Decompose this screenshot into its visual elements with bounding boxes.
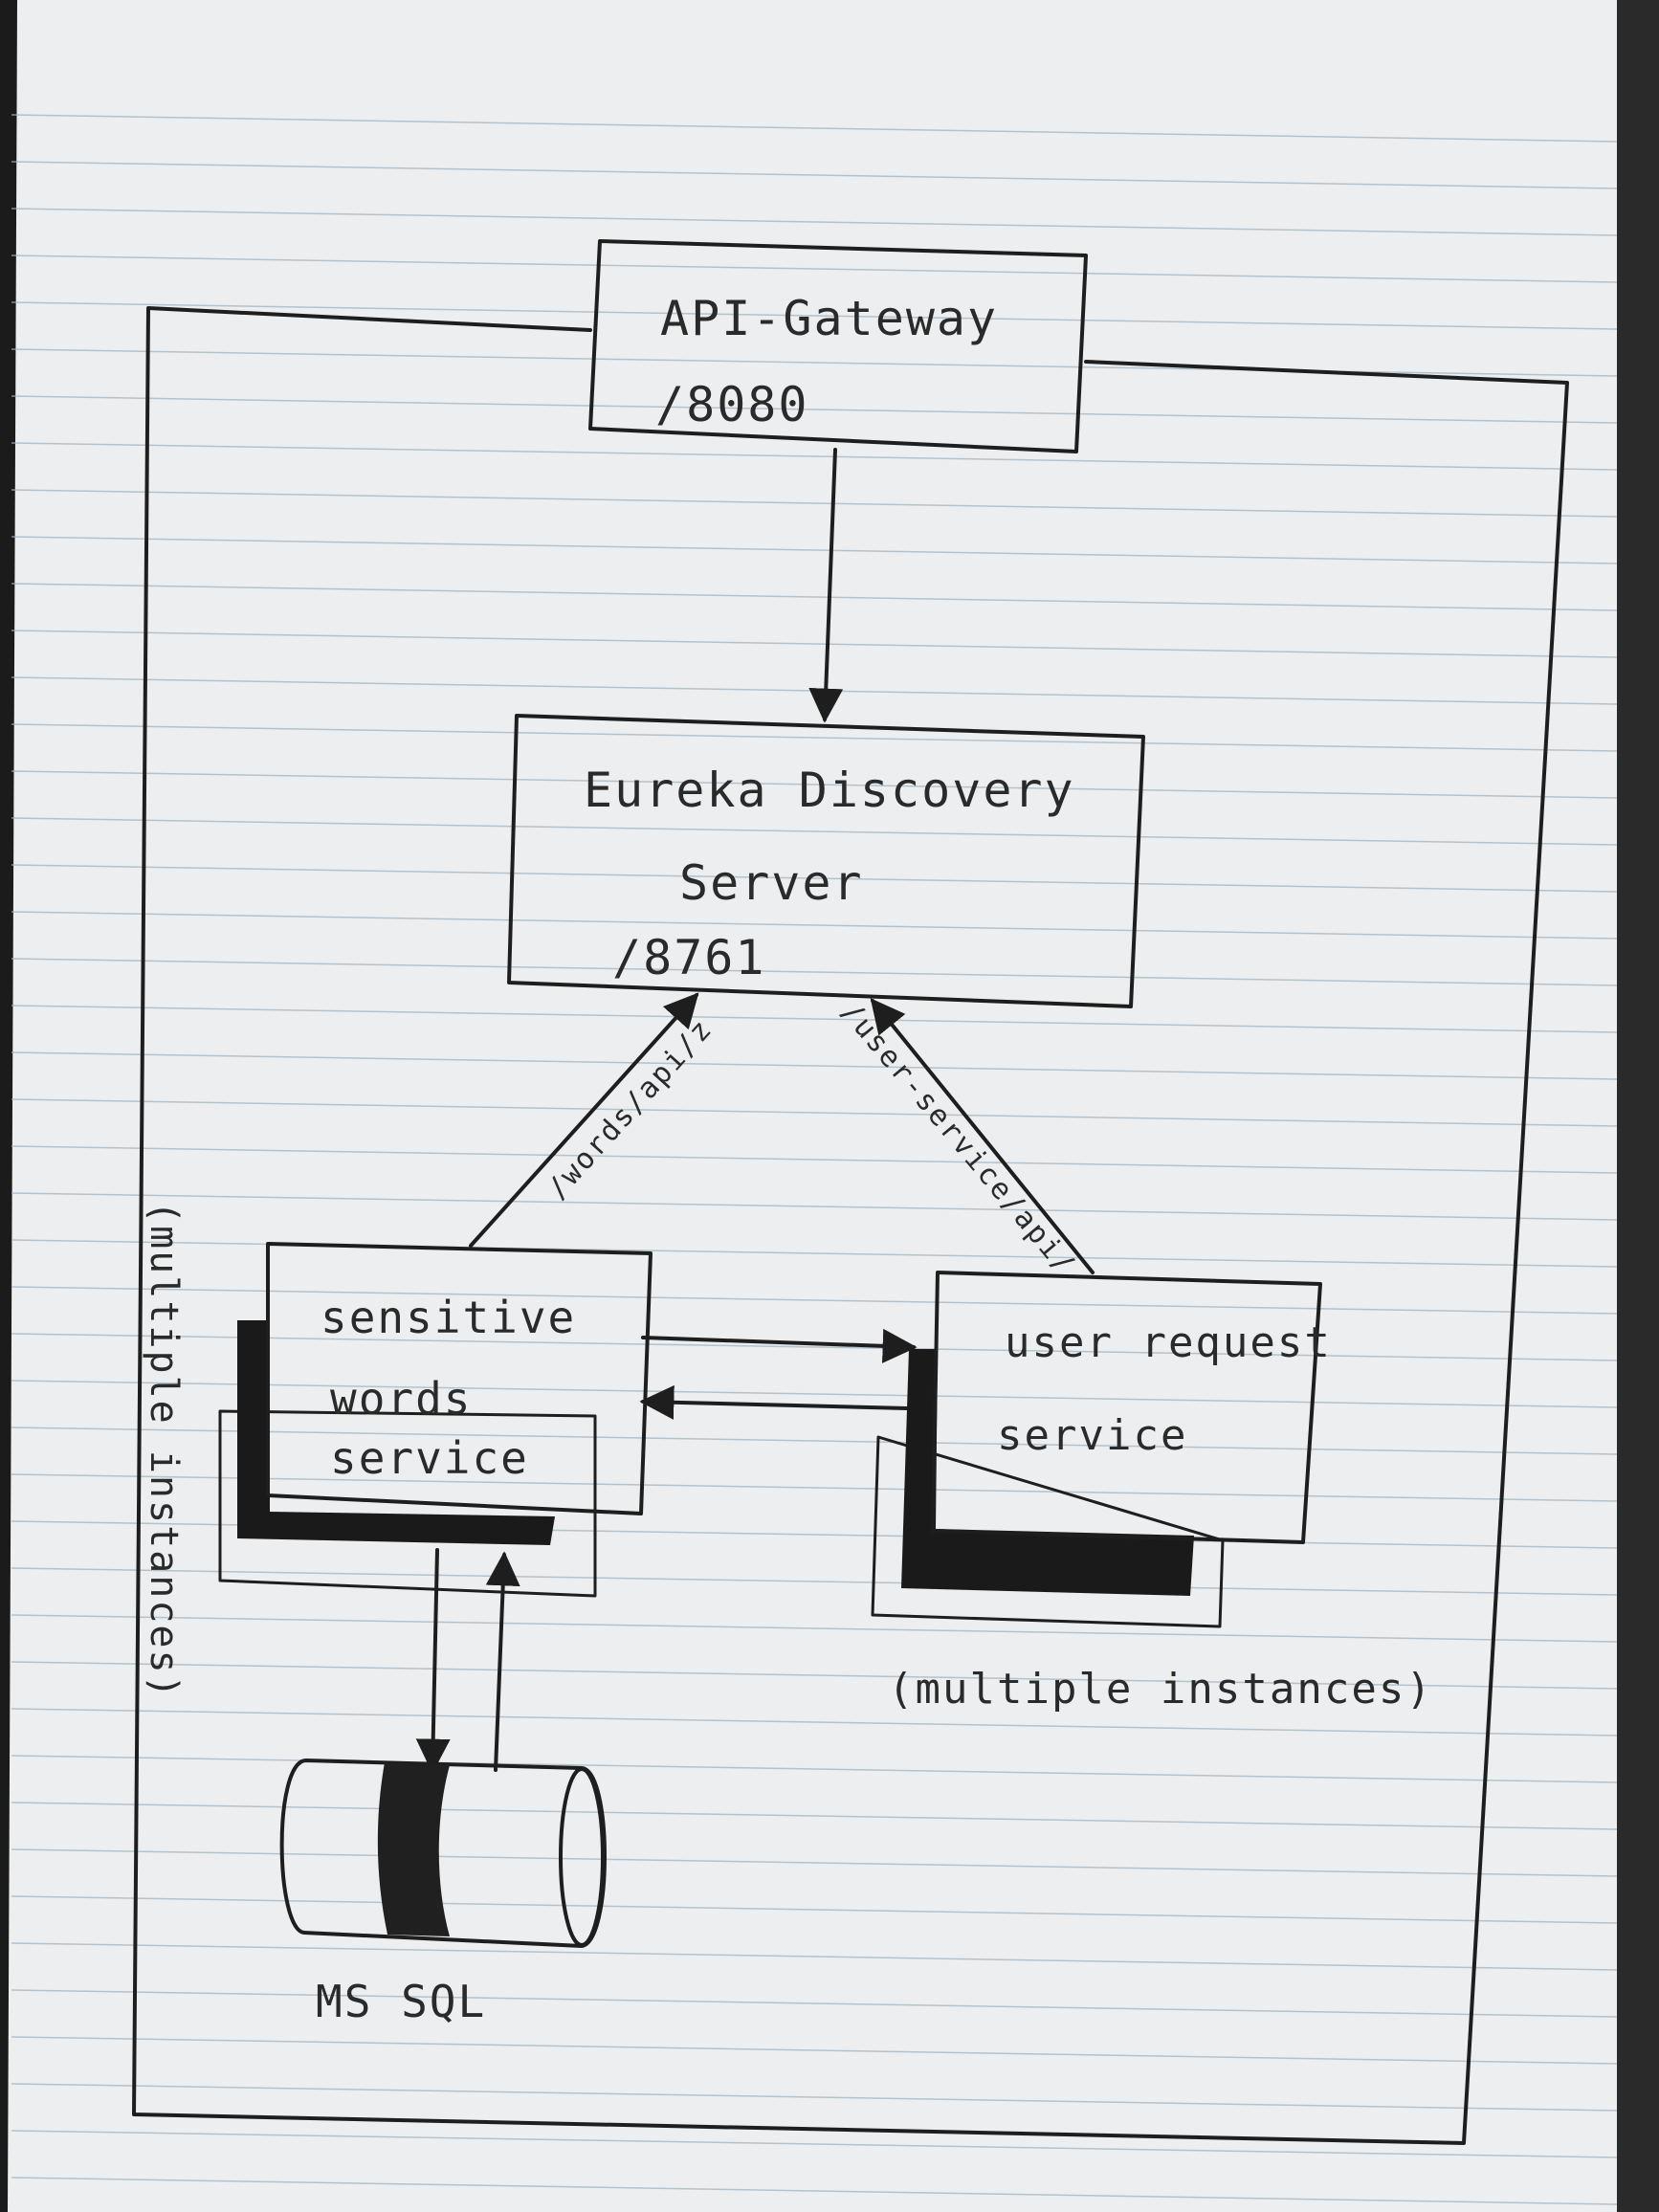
- rule-line: [11, 1942, 1618, 1971]
- paper-shadow-edge: [1617, 0, 1659, 2212]
- user-request-instance-outline: [871, 1435, 1225, 1628]
- outer-loop-line: [132, 306, 1569, 2145]
- api-gateway-port: /8080: [655, 377, 809, 432]
- eureka-server-port: /8761: [612, 930, 766, 985]
- ruled-lines: [11, 114, 1618, 2205]
- rule-line: [11, 1661, 1618, 1690]
- sensitive-words-label-line2: words: [330, 1373, 472, 1425]
- user-request-label-line1: user request: [1005, 1318, 1332, 1367]
- notebook-paper: [8, 0, 1659, 2212]
- rule-line: [11, 864, 1618, 893]
- user-to-eureka-arrow: [870, 998, 1095, 1274]
- rule-line: [11, 208, 1618, 236]
- database-node: MS SQL: [279, 1759, 607, 2027]
- user-request-service-node: user request service: [871, 1271, 1332, 1628]
- eureka-server-label-line1: Eureka Discovery: [584, 763, 1075, 818]
- rule-line: [11, 583, 1618, 611]
- database-label: MS SQL: [316, 1976, 486, 2027]
- rule-line: [11, 1098, 1618, 1127]
- sensitive-words-label-line1: sensitive: [321, 1292, 576, 1343]
- eureka-server-node: Eureka Discovery Server /8761: [507, 714, 1145, 1008]
- rule-line: [11, 1286, 1618, 1315]
- api-gateway-label: API-Gateway: [660, 291, 998, 346]
- sensitive-words-label-line3: service: [330, 1432, 529, 1484]
- gateway-to-eureka-arrow: [808, 448, 844, 723]
- sensitive-words-service-node: sensitive words service: [218, 1242, 653, 1598]
- rule-line: [11, 1614, 1618, 1643]
- rule-line: [11, 1755, 1618, 1783]
- right-multiple-instances-note: (multiple instances): [888, 1665, 1433, 1714]
- user-to-words-arrow: [639, 1384, 909, 1420]
- sensitive-words-instance-outline: [218, 1409, 597, 1598]
- rule-line: [11, 2130, 1618, 2158]
- rule-line: [11, 2036, 1618, 2065]
- rule-line: [11, 911, 1618, 940]
- rule-line: [11, 958, 1618, 986]
- rule-line: [11, 301, 1618, 330]
- rule-line: [11, 1051, 1618, 1080]
- user-request-instance-shadow: [901, 1349, 1194, 1596]
- rule-line: [11, 1473, 1618, 1502]
- words-to-user-arrow: [641, 1328, 918, 1363]
- user-request-label-line2: service: [997, 1411, 1187, 1460]
- rule-line: [11, 817, 1618, 846]
- eureka-server-label-line2: Server: [679, 855, 864, 911]
- rule-line: [11, 489, 1618, 518]
- rule-line: [11, 395, 1618, 424]
- rule-line: [11, 1708, 1618, 1736]
- rule-line: [11, 1333, 1618, 1361]
- rule-line: [11, 1145, 1618, 1174]
- rule-line: [11, 1427, 1618, 1455]
- api-gateway-node: API-Gateway /8080: [588, 239, 1088, 453]
- rule-line: [11, 2177, 1618, 2205]
- rule-line: [11, 1895, 1618, 1924]
- rule-line: [11, 1192, 1618, 1221]
- db-to-words-arrow: [485, 1551, 520, 1772]
- rule-line: [11, 442, 1618, 471]
- rule-line: [11, 1380, 1618, 1408]
- rule-line: [11, 630, 1618, 658]
- words-to-eureka-arrow: [469, 992, 699, 1248]
- rule-line: [11, 1802, 1618, 1830]
- rule-line: [11, 161, 1618, 189]
- database-band: [377, 1762, 450, 1936]
- rule-line: [11, 770, 1618, 799]
- rule-line: [11, 1005, 1618, 1033]
- rule-line: [11, 1567, 1618, 1596]
- rule-line: [11, 114, 1618, 143]
- left-multiple-instances-note: (multiple instances): [142, 1201, 186, 1700]
- rule-line: [11, 536, 1618, 564]
- rule-line: [11, 2083, 1618, 2112]
- rule-line: [11, 723, 1618, 752]
- rule-line: [11, 1848, 1618, 1877]
- words-to-db-arrow: [415, 1548, 451, 1774]
- rule-line: [11, 254, 1618, 283]
- rule-line: [11, 1989, 1618, 2018]
